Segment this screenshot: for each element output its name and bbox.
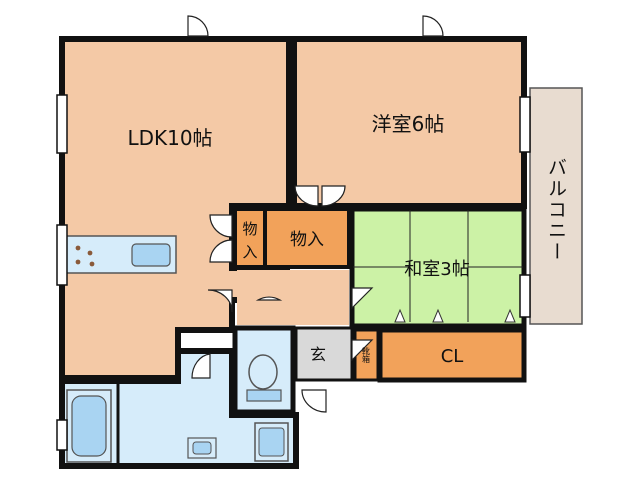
hallway — [237, 270, 349, 325]
label-closet: CL — [441, 346, 464, 367]
label-ldk: LDK10帖 — [127, 126, 212, 150]
toilet-fixture — [246, 354, 282, 402]
windows — [56, 94, 531, 451]
doors — [187, 15, 444, 413]
washbasin — [254, 422, 289, 462]
bathtub — [66, 389, 112, 463]
label-small-storage-a: 物 — [242, 220, 257, 238]
label-small-storage-b: 入 — [242, 243, 257, 261]
washitsu-room — [349, 206, 527, 329]
label-shoe-box: 靴箱 — [362, 346, 371, 364]
label-storage: 物入 — [290, 230, 324, 250]
label-balcony: バルコニー — [545, 158, 567, 263]
label-washitsu: 和室3帖 — [404, 259, 469, 280]
washing-machine — [187, 437, 217, 459]
kitchen-counter — [65, 235, 177, 274]
label-yoshitsu: 洋室6帖 — [372, 112, 445, 136]
yoshitsu-room — [291, 36, 527, 209]
closet — [377, 327, 527, 383]
washroom — [59, 348, 299, 469]
balcony — [529, 87, 583, 325]
storage-room — [263, 207, 351, 269]
label-entrance: 玄 — [310, 345, 326, 364]
